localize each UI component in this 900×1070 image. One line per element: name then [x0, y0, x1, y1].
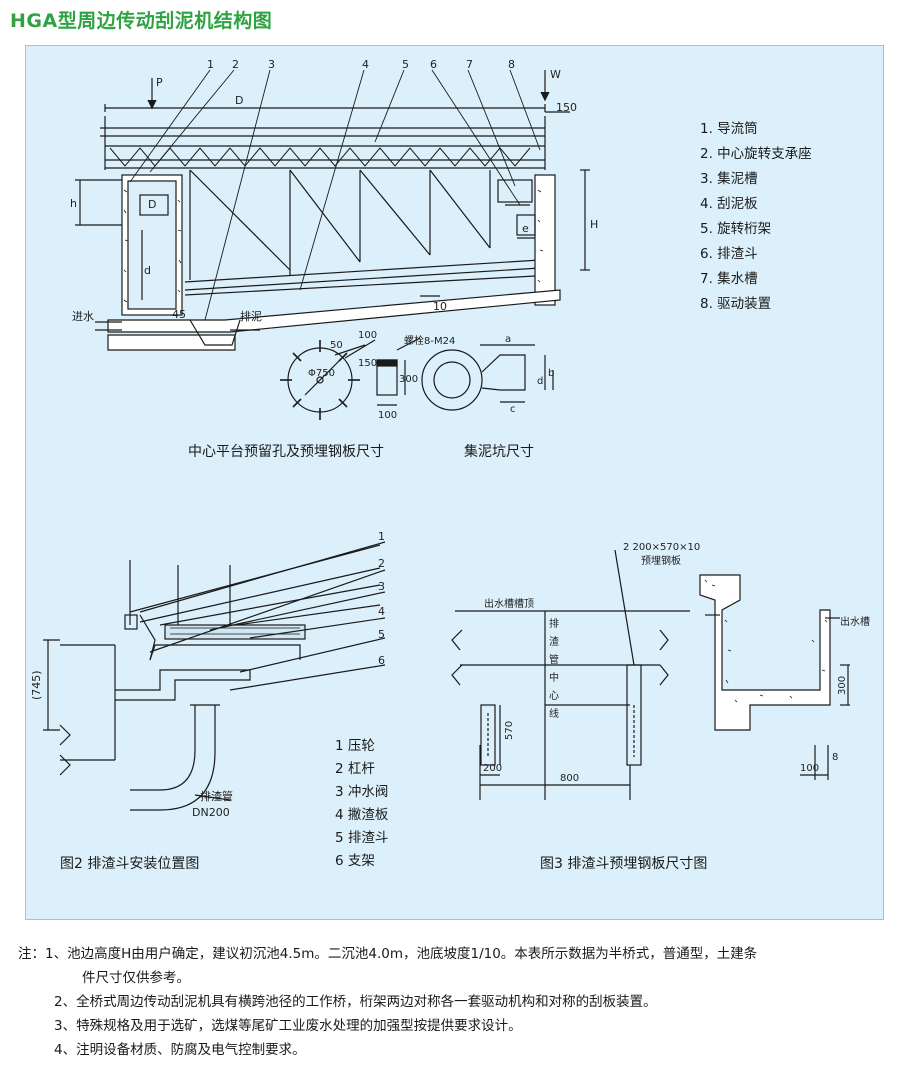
fig1-num-6: 6 — [430, 58, 437, 71]
fig3-embedded-plate — [451, 549, 850, 800]
note-1-cont: 件尺寸仅供参考。 — [82, 970, 190, 986]
legend-item: 4. 刮泥板 — [700, 196, 758, 212]
legend-item: 1 压轮 — [335, 738, 375, 754]
fig3-cl-4: 心 — [549, 690, 559, 702]
pit-label-c: c — [510, 404, 516, 415]
pit-label-b: b — [548, 368, 554, 379]
fig2-dim-745: (745) — [30, 670, 43, 700]
legend-item: 6 支架 — [335, 853, 375, 869]
fig1-num-8: 8 — [508, 58, 515, 71]
fig3-outlet: 出水槽 — [840, 615, 870, 628]
fig3-cl-2: 管 — [549, 653, 559, 666]
fig3-dim-800: 800 — [560, 773, 579, 784]
fig1-main-structure — [75, 69, 590, 351]
fig1-outflow: 排泥 — [240, 309, 262, 323]
fig3-dim-100: 100 — [800, 763, 819, 774]
fig1-label-d-small: d — [144, 264, 151, 277]
fig3-dim-200: 200 — [483, 763, 502, 774]
detail-dia: Φ750 — [308, 368, 335, 379]
center-platform-detail — [280, 337, 554, 420]
legend-item: 8. 驱动装置 — [700, 296, 772, 312]
fig1-num-4: 4 — [362, 58, 369, 71]
fig3-cl-0: 排 — [549, 617, 559, 630]
legend-item: 6. 排渣斗 — [700, 246, 758, 262]
legend-item: 1. 导流筒 — [700, 121, 758, 137]
fig1-label-h: h — [70, 197, 77, 210]
fig1-slope: 10 — [433, 300, 447, 313]
fig2-num-3: 3 — [378, 580, 385, 593]
fig3-plate-note: 预埋钢板 — [641, 554, 681, 567]
fig3-dim-570: 570 — [504, 721, 515, 740]
note-2: 2、全桥式周边传动刮泥机具有横跨池径的工作桥，桁架两边对称各一套驱动机构和对称的… — [54, 994, 657, 1010]
fig3-plate: 2 200×570×10 — [623, 542, 700, 553]
caption-fig3: 图3 排渣斗预埋钢板尺寸图 — [540, 856, 708, 872]
fig3-cl-3: 中 — [549, 671, 559, 684]
page-title: HGA型周边传动刮泥机结构图 — [10, 10, 273, 32]
fig3-cl-5: 线 — [549, 707, 559, 720]
fig2-num-4: 4 — [378, 605, 385, 618]
legend-item: 5 排渣斗 — [335, 830, 389, 846]
detail-dim-150: 150 — [358, 358, 377, 369]
fig1-angle: 45 — [172, 308, 186, 321]
notes: 注：1、池边高度H由用户确定，建议初沉池4.5m。二沉池4.0m，池底坡度1/1… — [18, 942, 886, 1062]
caption-center-platform: 中心平台预留孔及预埋钢板尺寸 — [188, 444, 384, 460]
legend-item: 3. 集泥槽 — [700, 171, 758, 187]
detail-dim-100b: 100 — [378, 410, 397, 421]
fig1-label-p: P — [156, 76, 163, 89]
fig1-legend: 1. 导流筒 2. 中心旋转支承座 3. 集泥槽 4. 刮泥板 5. 旋转桁架 … — [700, 117, 812, 317]
fig2-slag-hopper-install — [43, 541, 386, 811]
fig3-dim-300: 300 — [837, 676, 848, 695]
fig1-label-d: D — [235, 94, 243, 107]
pit-label-d: d — [537, 376, 543, 387]
legend-item: 3 冲水阀 — [335, 784, 389, 800]
legend-item: 5. 旋转桁架 — [700, 221, 772, 237]
note-1: 注：1、池边高度H由用户确定，建议初沉池4.5m。二沉池4.0m，池底坡度1/1… — [18, 946, 758, 962]
fig1-num-3: 3 — [268, 58, 275, 71]
detail-dim-300: 300 — [399, 374, 418, 385]
fig1-dim-150: 150 — [556, 101, 577, 114]
fig1-label-d-inner: D — [148, 198, 156, 211]
fig3-top: 出水槽槽顶 — [484, 597, 534, 610]
detail-dim-100: 100 — [358, 330, 377, 341]
fig1-num-2: 2 — [232, 58, 239, 71]
fig1-label-h-big: H — [590, 218, 598, 231]
fig1-inflow: 进水 — [72, 310, 94, 323]
fig1-label-w: W — [550, 68, 561, 81]
fig2-num-1: 1 — [378, 530, 385, 543]
legend-item: 2. 中心旋转支承座 — [700, 146, 812, 162]
fig1-label-e: e — [522, 222, 529, 235]
fig2-num-5: 5 — [378, 628, 385, 641]
fig2-num-2: 2 — [378, 557, 385, 570]
fig2-dn: DN200 — [192, 806, 230, 819]
fig2-num-6: 6 — [378, 654, 385, 667]
detail-dim-50: 50 — [330, 340, 343, 351]
fig1-num-1: 1 — [207, 58, 214, 71]
caption-pit: 集泥坑尺寸 — [464, 444, 534, 460]
pit-label-a: a — [505, 334, 511, 345]
fig3-cl-1: 渣 — [549, 635, 559, 648]
note-3: 3、特殊规格及用于选矿，选煤等尾矿工业废水处理的加强型按提供要求设计。 — [54, 1018, 522, 1034]
fig3-dim-8: 8 — [832, 752, 838, 763]
note-4: 4、注明设备材质、防腐及电气控制要求。 — [54, 1042, 306, 1058]
caption-fig2: 图2 排渣斗安装位置图 — [60, 856, 200, 872]
legend-item: 2 杠杆 — [335, 761, 375, 777]
legend-item: 7. 集水槽 — [700, 271, 758, 287]
fig1-num-5: 5 — [402, 58, 409, 71]
detail-bolt: 螺栓8-M24 — [404, 334, 455, 347]
fig1-num-7: 7 — [466, 58, 473, 71]
fig2-pipe: 排渣管 — [200, 789, 233, 803]
legend-item: 4 撇渣板 — [335, 807, 389, 823]
fig2-legend: 1 压轮 2 杠杆 3 冲水阀 4 撇渣板 5 排渣斗 6 支架 — [335, 735, 388, 873]
